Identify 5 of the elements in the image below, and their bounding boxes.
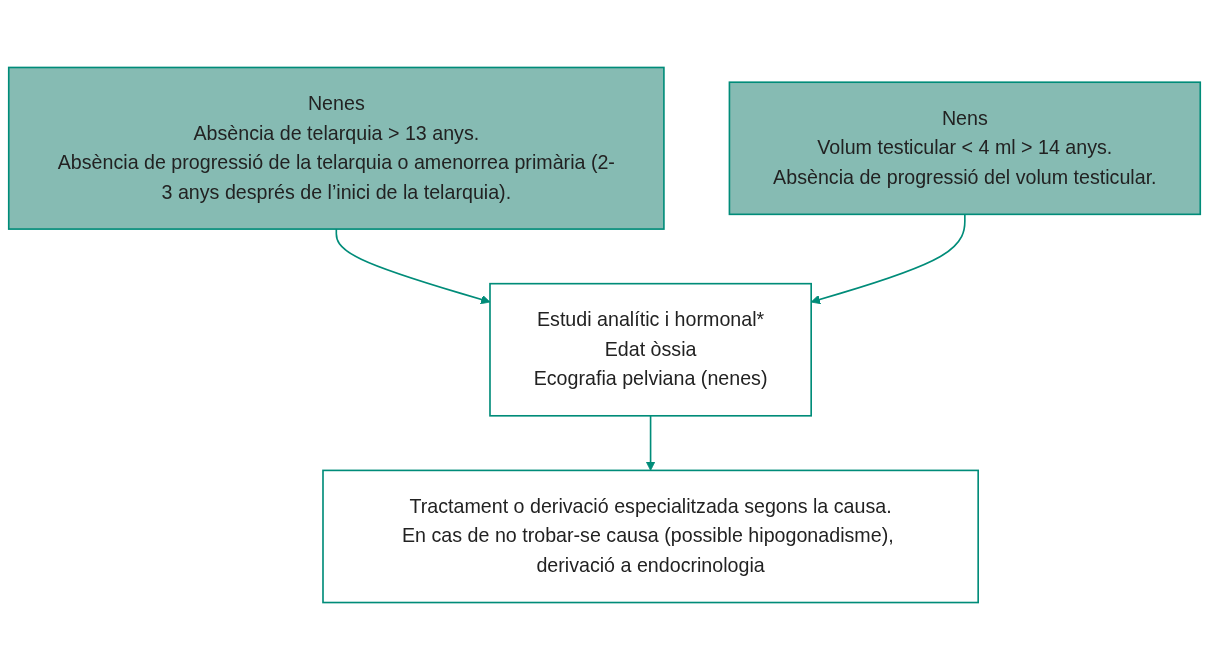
node-box: Nenes Absència de telarquia > 13 anys. Absència de progressió de la telarquia o amenorrea primària (2-3 anys després de l’inici de la telarquia). [7, 66, 665, 230]
node-box: Nens Volum testicular < 4 ml > 14 anys. Absència de progressió del volum testicular. [728, 81, 1202, 216]
arrow [645, 415, 656, 471]
node-box: Estudi analític i hormonal* Edat òssia Ecografia pelviana (nenes) [489, 282, 812, 417]
node-box: Tractament o derivació especialitzada segons la causa. En cas de no trobar-se causa (possible hipogonadisme), derivació a endocrinologia [322, 469, 979, 604]
